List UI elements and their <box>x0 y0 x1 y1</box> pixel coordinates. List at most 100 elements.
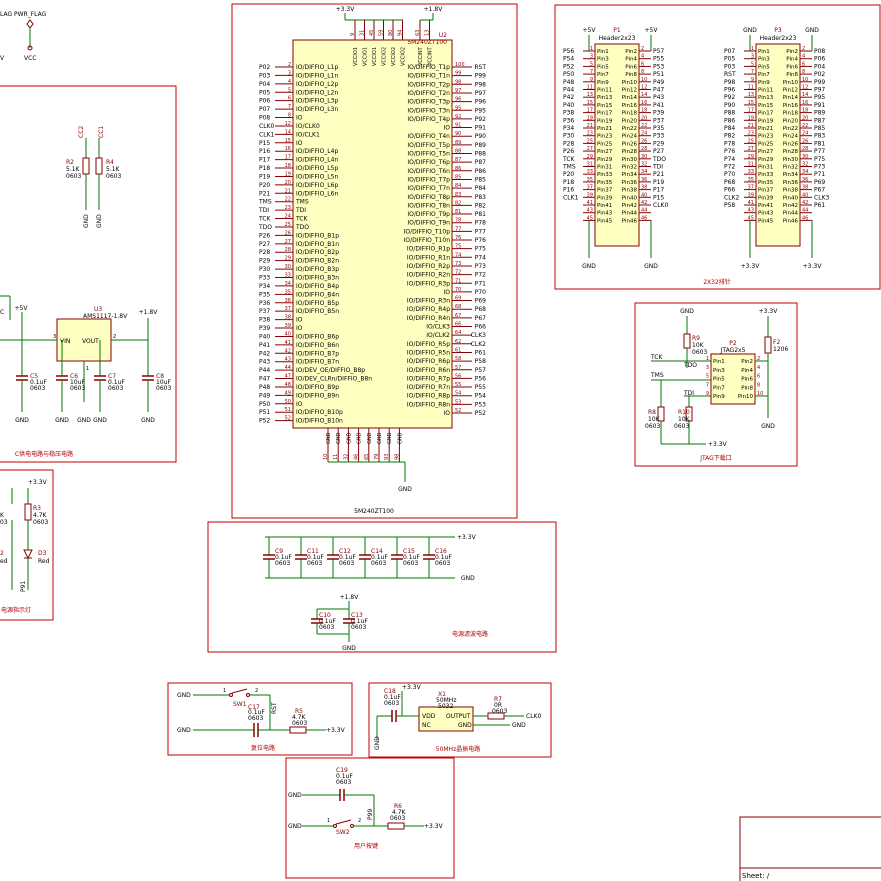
reset-rail: +3.3V <box>326 727 346 734</box>
header-right-pin-num: 36 <box>641 177 647 183</box>
header-right-net: P69 <box>814 179 825 186</box>
r10-pkg: 0603 <box>674 423 689 430</box>
header-left-pin-num: 13 <box>748 92 754 98</box>
header-right-pin-name: Pin4 <box>786 57 798 63</box>
header-left-pin-num: 9 <box>590 77 593 83</box>
header-right-net: P81 <box>814 140 825 147</box>
header-bot-right: +3.3V <box>803 263 823 270</box>
u2-left-fn: TDI <box>295 207 306 214</box>
u2-left-fn: IO/DIFFIO_B7n <box>296 359 339 366</box>
p2-right-pin-num: 4 <box>757 365 760 371</box>
u2-gnd-pin-label: GND <box>336 432 342 444</box>
dec2-cap-pkg: 0603 <box>319 624 334 631</box>
header-right-pin-num: 30 <box>802 154 808 160</box>
header-right-pin-name: Pin14 <box>783 95 799 101</box>
power-cap-value: 10uF <box>156 379 171 386</box>
header-left-pin-num: 37 <box>587 185 593 191</box>
header-left-pin-name: Pin11 <box>758 88 773 94</box>
header-right-pin-num: 2 <box>802 46 805 52</box>
header-right-pin-num: 46 <box>641 215 647 221</box>
sw1-pin2: 2 <box>255 688 258 694</box>
header-left-pin-num: 7 <box>751 69 754 75</box>
header-right-pin-name: Pin20 <box>622 118 638 124</box>
u3-pin-gnd: 1 <box>86 366 89 372</box>
r3-value: 4.7K <box>33 512 48 519</box>
title-block-frame <box>739 816 881 881</box>
u2-right-net: P85 <box>475 176 486 183</box>
header-left-pin-name: Pin21 <box>758 126 773 132</box>
u2-left-pin-num: 14 <box>285 129 291 135</box>
header-right-pin-name: Pin36 <box>622 180 638 186</box>
u2-left-fn: IO/DIFFIO_B3n <box>296 275 339 282</box>
header-left-pin-num: 39 <box>587 192 593 198</box>
u2-right-net: P96 <box>475 99 486 106</box>
u2-right-pin-num: 90 <box>455 131 461 137</box>
dec-cap-pkg: 0603 <box>307 560 322 567</box>
r8-value: 10K <box>648 416 661 423</box>
u2-right-fn: IO/DIFFIO_T2n <box>407 90 450 97</box>
u2-left-fn: IO <box>296 401 303 408</box>
r3-ref: R3 <box>33 505 41 512</box>
u2-left-pin-num: 23 <box>285 205 291 211</box>
u2-right-net: P88 <box>475 151 486 158</box>
cc1-label: CC1 <box>98 126 105 138</box>
header-right-pin-num: 22 <box>641 123 647 129</box>
u2-left-pin-num: 28 <box>285 247 291 253</box>
x1-value: 50MHz <box>436 697 456 704</box>
header-right-net: P17 <box>653 187 664 194</box>
u2-vccint-label: VCCINT <box>428 46 434 66</box>
u2-left-pin-num: 40 <box>285 331 291 337</box>
dec-cap-pkg: 0603 <box>403 560 418 567</box>
u2-left-pin-num: 52 <box>285 416 291 422</box>
dec-cap-pkg: 0603 <box>435 560 450 567</box>
userkey-section: 用户按键 C19 0.1uF 0603 GND P99 GND 1 2 SW2 … <box>285 757 455 879</box>
u2-right-pin-num: 58 <box>455 356 461 362</box>
p2-right-pin-name: Pin10 <box>738 394 754 400</box>
u2-right-pin-num: 55 <box>455 382 461 388</box>
u2-left-fn: TCK <box>295 216 309 223</box>
header-right-pin-name: Pin30 <box>622 157 638 163</box>
u2-right-pin-num: 95 <box>455 105 461 111</box>
power-cap-pkg: 0603 <box>70 385 85 392</box>
header-right-pin-name: Pin6 <box>625 64 637 70</box>
header-right-net: P37 <box>653 117 664 124</box>
header-right-pin-num: 18 <box>802 108 808 114</box>
header-right-pin-num: 30 <box>641 154 647 160</box>
u2-left-fn: IO/DIFFIO_B3p <box>296 266 339 273</box>
header-right-pin-name: Pin10 <box>622 80 638 86</box>
u2-right-net: P83 <box>475 194 486 201</box>
u2-left-net: P34 <box>259 283 270 290</box>
header-right-pin-name: Pin42 <box>622 203 637 209</box>
u2-left-fn: IO/CLK0 <box>296 123 320 130</box>
p2-body <box>710 353 756 405</box>
header-right-pin-name: Pin14 <box>622 95 638 101</box>
header-left-pin-name: Pin41 <box>597 203 612 209</box>
u2-right-net: P95 <box>475 107 486 114</box>
u2-right-net: P78 <box>475 220 486 227</box>
u2-right-pin-num: 96 <box>455 97 461 103</box>
f2-ref: F2 <box>773 339 780 346</box>
header-left-pin-name: Pin31 <box>758 165 773 171</box>
u2-left-net: P35 <box>259 291 270 298</box>
jtag-tms: TMS <box>650 372 664 379</box>
header-right-net: P71 <box>814 171 825 178</box>
header-right-pin-name: Pin40 <box>622 195 638 201</box>
u2-left-net: P40 <box>259 333 270 340</box>
u2-left-net: P42 <box>259 350 270 357</box>
u2-right-fn: IO/DIFFIO_R4n <box>407 315 450 322</box>
u2-left-pin-num: 24 <box>285 214 291 220</box>
header-right-pin-name: Pin4 <box>625 57 637 63</box>
header-left-net: P05 <box>724 56 735 63</box>
header-left-pin-num: 17 <box>748 108 754 114</box>
p2-right-pin-num: 2 <box>757 356 760 362</box>
header-right-net: P57 <box>653 48 664 55</box>
u2-right-net: P73 <box>475 263 486 270</box>
header-right-net: P61 <box>814 202 825 209</box>
header-right-pin-name: Pin32 <box>622 165 637 171</box>
u2-left-pin-num: 22 <box>285 197 291 203</box>
uk-gnd2: GND <box>288 823 302 830</box>
r9-pkg: 0603 <box>692 349 707 356</box>
r8-ref: R8 <box>648 409 656 416</box>
u2-value: 5M240ZT100 <box>407 39 447 46</box>
power-capacitors: C50.1uF0603GNDC610uF0603GNDC70.1uF0603GN… <box>15 340 171 424</box>
